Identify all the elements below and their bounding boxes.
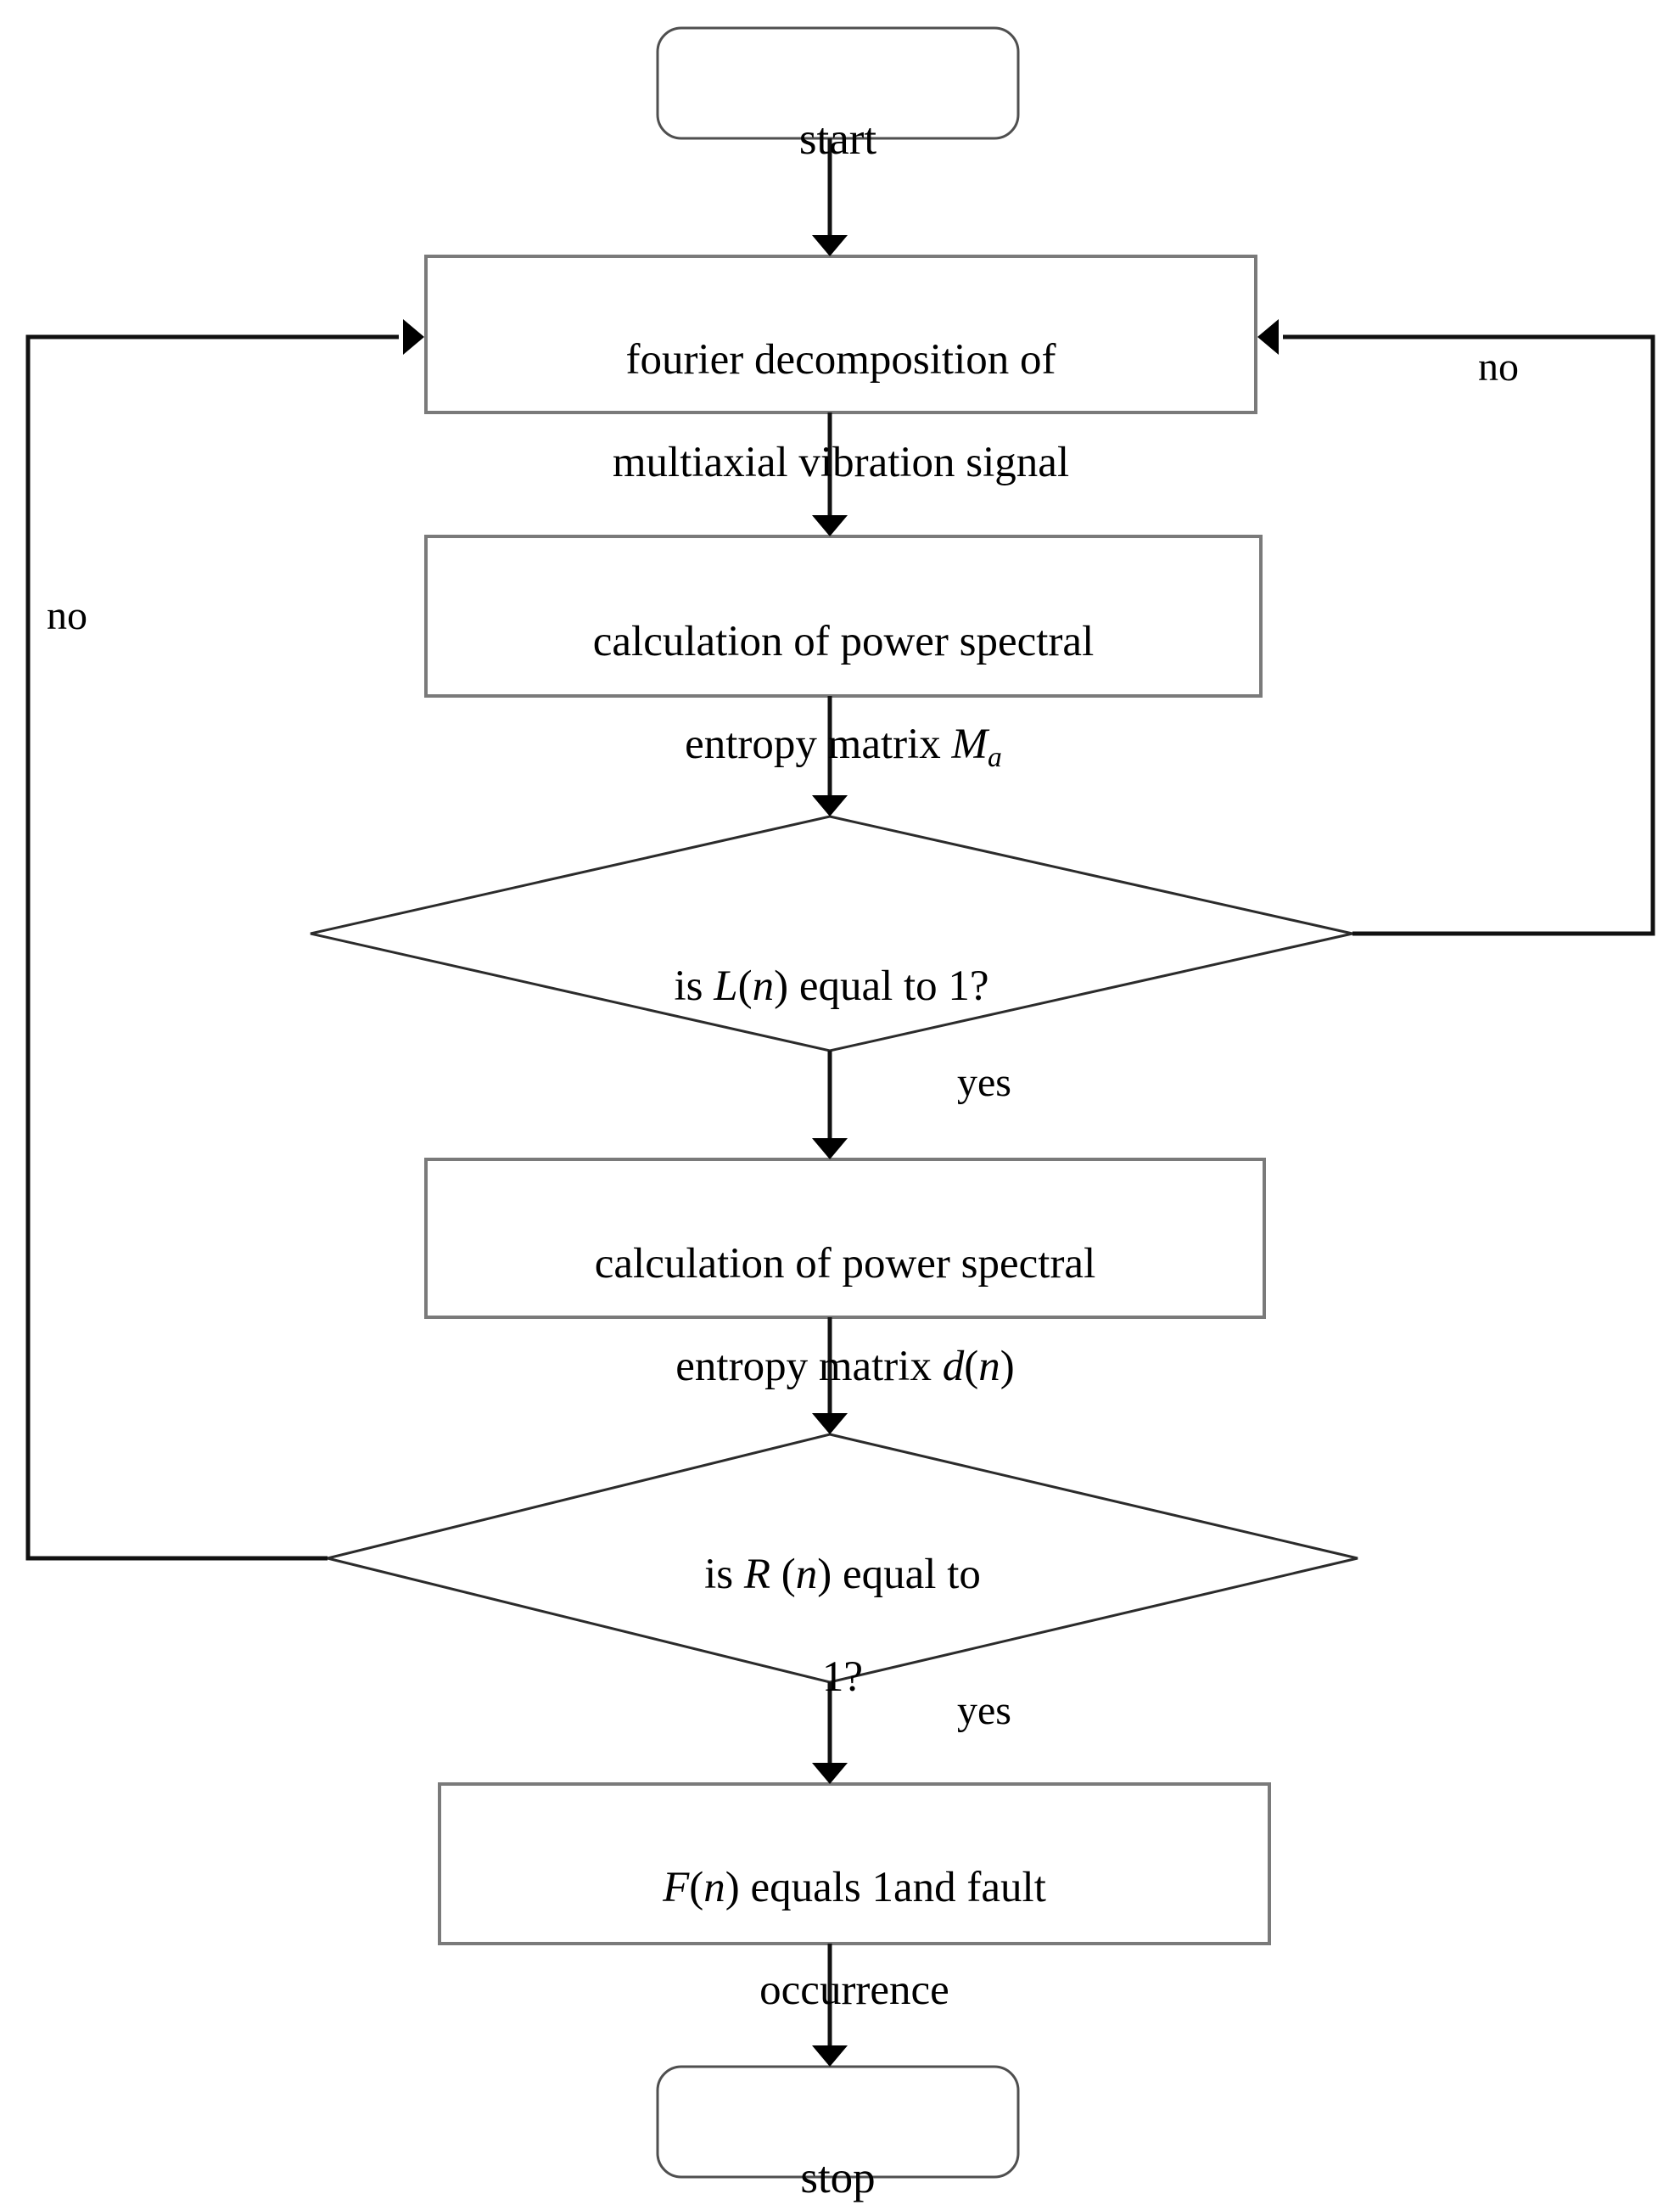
edge-decision-l-no-loop [1257, 319, 1655, 936]
node-pse-dn-shape [424, 1158, 1266, 1319]
node-stop-shape [656, 2065, 1020, 2179]
node-decision-l-shape [310, 815, 1353, 1052]
edge-label-decision-r-no: no [47, 593, 87, 638]
edge-fourier-to-ma [812, 412, 848, 536]
node-fault-shape [438, 1782, 1271, 1945]
edge-ma-to-decision-l [812, 696, 848, 816]
edge-label-decision-r-yes: yes [957, 1688, 1011, 1733]
node-decision-r-shape [327, 1433, 1358, 1684]
edge-fault-to-stop [812, 1944, 848, 2067]
edge-decision-l-yes [812, 1051, 848, 1159]
node-fourier-shape [424, 255, 1257, 414]
edge-decision-r-no-loop [25, 319, 424, 1561]
node-pse-ma-shape [424, 535, 1263, 698]
edge-label-decision-l-yes: yes [957, 1060, 1011, 1105]
edge-start-to-fourier [812, 138, 848, 256]
edge-label-decision-l-no: no [1478, 345, 1519, 390]
node-start-shape [656, 26, 1020, 140]
edge-dn-to-decision-r [812, 1317, 848, 1434]
edge-decision-r-yes [812, 1682, 848, 1784]
